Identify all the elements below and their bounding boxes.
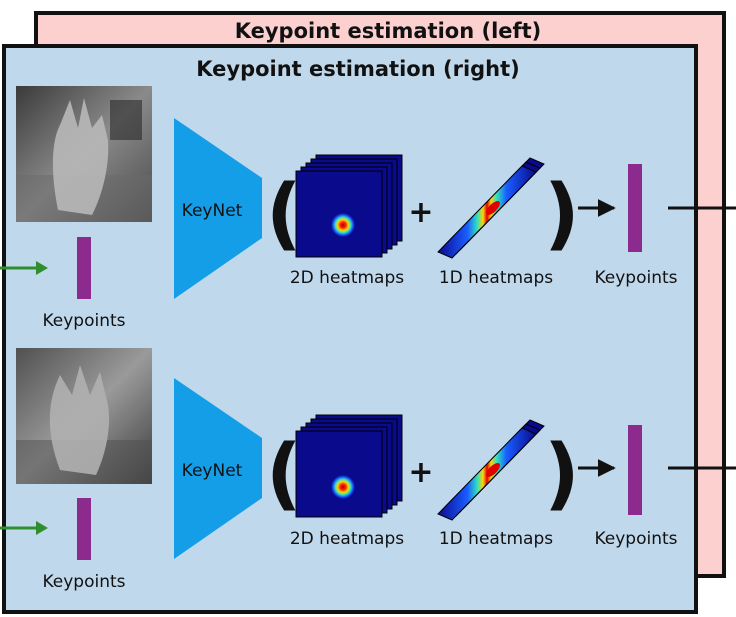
input-keypoints-label-top: Keypoints	[42, 311, 125, 331]
close-paren-bottom: )	[544, 429, 580, 519]
input-image-bottom	[16, 348, 152, 484]
heatmap-1d-stack-top	[437, 157, 545, 259]
keynet-block-bottom	[174, 378, 262, 559]
heatmap-1d-stack-bottom	[437, 419, 545, 521]
plus-top: +	[408, 195, 433, 230]
input-image-top	[16, 86, 152, 222]
close-paren-top: )	[544, 169, 580, 259]
heatmap-2d-label-top: 2D heatmaps	[290, 268, 404, 288]
input-keypoints-bar-bottom	[77, 498, 91, 560]
output-keypoints-bar-top	[628, 164, 642, 252]
front-panel-title: Keypoint estimation (right)	[196, 57, 520, 81]
keynet-label-top: KeyNet	[182, 201, 243, 221]
green-arrowhead-top	[36, 261, 48, 275]
output-keypoints-bar-bottom	[628, 425, 642, 515]
keynet-label-bottom: KeyNet	[182, 461, 243, 481]
keynet-block-top	[174, 118, 262, 299]
output-keypoints-label-top: Keypoints	[594, 268, 677, 288]
input-keypoints-label-bottom: Keypoints	[42, 572, 125, 592]
input-keypoints-bar-top	[77, 237, 91, 299]
heatmap-1d-label-bottom: 1D heatmaps	[439, 529, 553, 549]
output-keypoints-label-bottom: Keypoints	[594, 529, 677, 549]
plus-bottom: +	[408, 455, 433, 490]
row-bottom: KeyNet ( 2D heatmaps + 1D heatmaps )	[0, 348, 736, 592]
heatmap-1d-label-top: 1D heatmaps	[439, 268, 553, 288]
heatmap-2d-label-bottom: 2D heatmaps	[290, 529, 404, 549]
back-panel-title: Keypoint estimation (left)	[235, 19, 542, 43]
heatmap-2d-stack-bottom	[295, 414, 403, 518]
row-top: KeyNet ( 2D heatmaps + 1D heatmaps )	[0, 86, 736, 331]
heatmap-2d-stack-top	[295, 154, 403, 258]
green-arrowhead-bottom	[36, 521, 48, 535]
